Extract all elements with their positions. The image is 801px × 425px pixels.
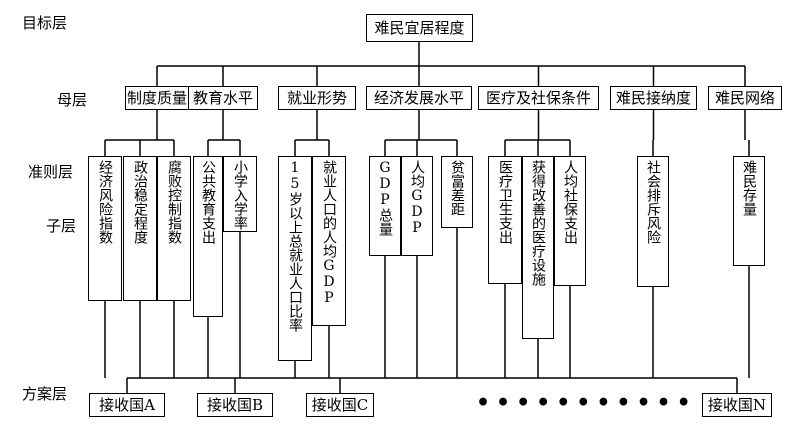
subindicator-box: 获得改善的医疗设施 (522, 156, 554, 339)
scheme-layer-label: 方案层 (22, 385, 68, 403)
parent-box: 难民接纳度 (610, 86, 697, 110)
goal-layer-label: 目标层 (22, 14, 68, 32)
parent-box: 教育水平 (188, 86, 258, 110)
subindicator-box: 医疗卫生支出 (488, 156, 522, 284)
parent-box: 就业形势 (278, 86, 356, 110)
subindicator-box: 15岁以上总就业人口比率 (278, 156, 312, 361)
sub-layer-label: 子层 (46, 217, 77, 235)
parent-box: 医疗及社保条件 (478, 86, 599, 110)
subindicator-box: 贫富差距 (441, 156, 473, 228)
subindicator-box: 人均GDP (401, 156, 433, 256)
scheme-box: 接收国C (306, 393, 374, 417)
parent-layer-label: 母层 (57, 91, 88, 109)
scheme-box: 接收国A (89, 393, 165, 417)
criterion-layer-label: 准则层 (28, 163, 74, 181)
subindicator-box: 人均社保支出 (554, 156, 586, 286)
subindicator-box: 就业人口的人均GDP (312, 156, 346, 326)
parent-box: 难民网络 (708, 86, 782, 110)
scheme-box: 接收国B (197, 393, 273, 417)
subindicator-box: 小学入学率 (223, 156, 257, 232)
subindicator-box: 腐败控制指数 (157, 156, 191, 301)
goal-box: 难民宜居程度 (366, 14, 473, 42)
parent-box: 经济发展水平 (366, 86, 472, 110)
scheme-box: 接收国N (702, 393, 772, 417)
subindicator-box: 经济风险指数 (88, 156, 122, 301)
parent-box: 制度质量 (125, 86, 189, 110)
subindicator-box: 难民存量 (733, 156, 765, 266)
ellipsis: ••••••••••• (476, 390, 697, 416)
subindicator-box: 公共教育支出 (193, 156, 223, 317)
subindicator-box: 政治稳定程度 (123, 156, 157, 301)
subindicator-box: GDP总量 (369, 156, 401, 256)
subindicator-box: 社会排斥风险 (637, 156, 669, 287)
